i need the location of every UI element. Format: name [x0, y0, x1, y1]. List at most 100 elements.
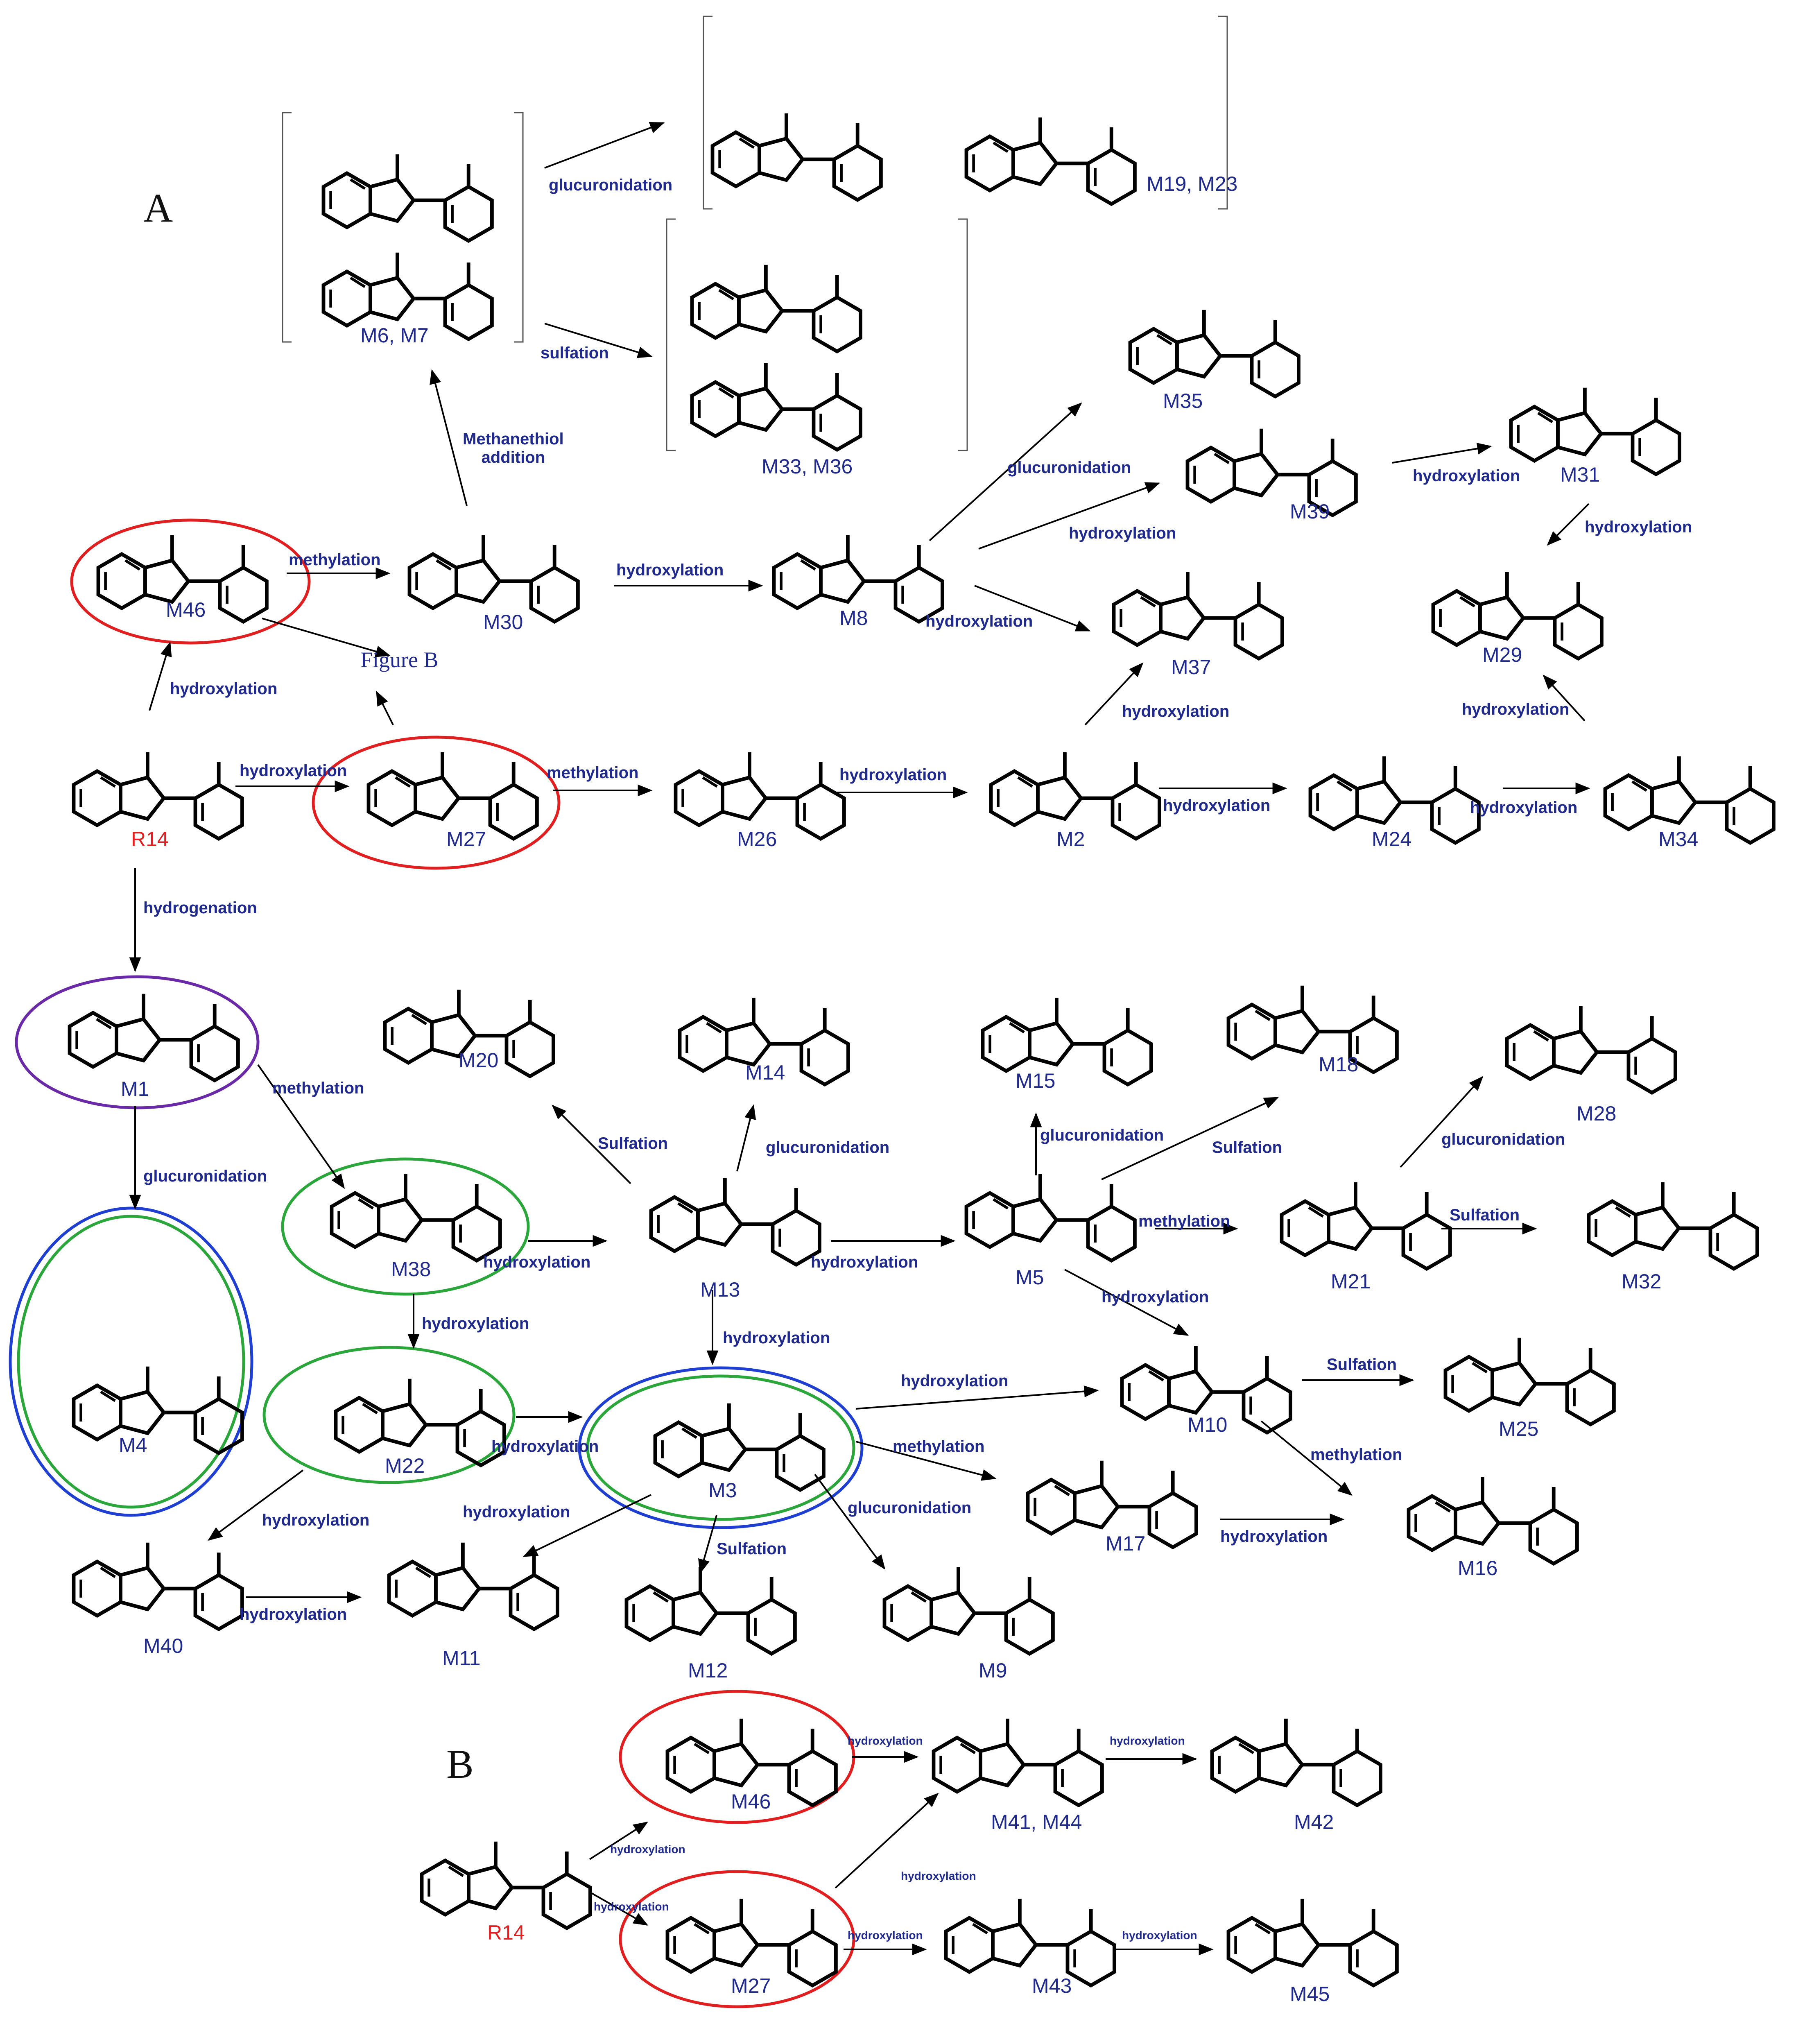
- molecule-m18: [1228, 986, 1397, 1072]
- circle-m1: [15, 975, 260, 1109]
- molecule-m3: [655, 1403, 823, 1490]
- figure-b-reference: Figure B: [360, 647, 439, 672]
- rxn-b-hydroxylation-m27-m43: hydroxylation: [848, 1929, 923, 1942]
- molecule-m4: [74, 1367, 242, 1453]
- label-m15: M15: [1016, 1069, 1056, 1092]
- molecule-b-m43: [946, 1899, 1114, 1985]
- circle-m46: [70, 518, 311, 645]
- molecule-b-m41: [934, 1719, 1102, 1805]
- molecule-m25: [1445, 1338, 1614, 1424]
- rxn-hydroxylation-m8-m39: hydroxylation: [1069, 524, 1176, 542]
- rxn-hydroxylation-m26: hydroxylation: [839, 766, 947, 784]
- panel-label-b: B: [446, 1741, 474, 1787]
- molecule-m35: [1130, 310, 1298, 396]
- label-b-m46: M46: [731, 1790, 771, 1813]
- label-m33-m36: M33, M36: [762, 455, 853, 478]
- rxn-b-hydroxylation-r14-m27: hydroxylation: [594, 1900, 669, 1913]
- label-m4: M4: [119, 1434, 147, 1457]
- rxn-glucuronidation-m3: glucuronidation: [848, 1499, 972, 1517]
- label-m27: M27: [446, 828, 486, 851]
- rxn-sulfation-m10: Sulfation: [1327, 1356, 1397, 1374]
- molecule-m16: [1409, 1477, 1577, 1564]
- rxn-hydroxylation-m40: hydroxylation: [240, 1605, 347, 1623]
- rxn-methylation-m27: methylation: [547, 764, 639, 782]
- rxn-sulfation-top: sulfation: [541, 344, 609, 362]
- molecule-m5: [966, 1174, 1135, 1261]
- molecule-m9: [884, 1567, 1053, 1654]
- rxn-glucuronidation-m21: glucuronidation: [1441, 1130, 1565, 1148]
- rxn-methylation-m5: methylation: [1138, 1212, 1230, 1230]
- label-m38: M38: [391, 1258, 431, 1281]
- rxn-b-hydroxylation-m41: hydroxylation: [1110, 1734, 1185, 1747]
- label-m31: M31: [1560, 463, 1600, 486]
- label-b-m42: M42: [1294, 1811, 1334, 1833]
- molecule-m37: [1114, 572, 1282, 659]
- label-m9: M9: [979, 1659, 1007, 1682]
- rxn-methylation-m10: methylation: [1310, 1446, 1402, 1464]
- bracket-m6-m7: [282, 112, 524, 343]
- molecule-m27: [369, 752, 537, 839]
- circle-m3-green: [586, 1374, 855, 1521]
- rxn-glucuronidation-m5: glucuronidation: [1040, 1126, 1164, 1144]
- rxn-methylation-m3: methylation: [893, 1437, 985, 1455]
- molecule-m11: [389, 1543, 557, 1629]
- label-m28: M28: [1577, 1102, 1617, 1125]
- label-m8: M8: [839, 607, 868, 629]
- label-b-r14: R14: [487, 1921, 525, 1944]
- rxn-glucuronidation-top: glucuronidation: [549, 176, 673, 194]
- rxn-hydroxylation-r14-m46: hydroxylation: [170, 680, 278, 698]
- label-m17: M17: [1106, 1532, 1146, 1555]
- label-m20: M20: [459, 1049, 499, 1072]
- label-m25: M25: [1499, 1417, 1539, 1440]
- molecule-m2: [991, 752, 1159, 839]
- label-m26: M26: [737, 828, 777, 851]
- molecule-m28: [1507, 1006, 1675, 1093]
- molecule-b-m27: [667, 1899, 836, 1985]
- circle-m22: [262, 1346, 516, 1484]
- rxn-hydroxylation-m13-m5: hydroxylation: [811, 1253, 918, 1271]
- rxn-hydroxylation-m8-m37: hydroxylation: [925, 612, 1033, 630]
- label-m32: M32: [1622, 1270, 1662, 1293]
- molecule-m22: [336, 1379, 504, 1465]
- molecule-m19: [712, 113, 881, 200]
- label-r14: R14: [131, 828, 169, 851]
- rxn-b-hydroxylation-m46: hydroxylation: [848, 1734, 923, 1747]
- rxn-glucuronidation-m8: glucuronidation: [1007, 459, 1131, 477]
- rxn-hydroxylation-m24-m34: hydroxylation: [1470, 799, 1578, 817]
- molecule-m30: [409, 535, 578, 622]
- label-m29: M29: [1482, 643, 1522, 666]
- label-m37: M37: [1171, 656, 1211, 679]
- rxn-hydrogenation: hydrogenation: [143, 899, 257, 917]
- molecule-m33: [692, 265, 860, 351]
- label-m6-m7: M6, M7: [360, 324, 429, 347]
- label-b-m41-m44: M41, M44: [991, 1811, 1082, 1833]
- rxn-hydroxylation-m5-m10: hydroxylation: [1102, 1288, 1209, 1306]
- label-m35: M35: [1163, 389, 1203, 412]
- label-m19-m23: M19, M23: [1147, 172, 1238, 195]
- circle-m4-green: [17, 1215, 245, 1509]
- circle-m27: [312, 736, 561, 870]
- label-m2: M2: [1056, 828, 1085, 851]
- rxn-methylation-m1: methylation: [272, 1079, 364, 1097]
- rxn-hydroxylation-m17: hydroxylation: [1220, 1528, 1328, 1546]
- label-m18: M18: [1319, 1053, 1359, 1076]
- label-m12: M12: [688, 1659, 728, 1682]
- rxn-sulfation-m5: Sulfation: [1212, 1139, 1282, 1157]
- label-m40: M40: [143, 1634, 183, 1657]
- rxn-hydroxylation-r14-m27: hydroxylation: [240, 762, 347, 780]
- molecule-m32: [1589, 1182, 1757, 1269]
- rxn-hydroxylation-m30: hydroxylation: [616, 561, 724, 579]
- molecule-m15: [983, 998, 1151, 1084]
- label-m30: M30: [483, 611, 523, 634]
- molecule-m6: [323, 154, 492, 241]
- rxn-hydroxylation-m31-m29: hydroxylation: [1585, 518, 1692, 536]
- label-m10: M10: [1188, 1413, 1228, 1436]
- rxn-glucuronidation-m13: glucuronidation: [766, 1139, 890, 1157]
- circle-m4-blue: [9, 1206, 253, 1517]
- molecule-b-m45: [1228, 1899, 1397, 1985]
- rxn-hydroxylation-m34-m29: hydroxylation: [1462, 700, 1570, 718]
- panel-label-a: A: [143, 185, 173, 231]
- molecule-m1: [70, 994, 238, 1080]
- circle-m3-blue: [578, 1366, 864, 1529]
